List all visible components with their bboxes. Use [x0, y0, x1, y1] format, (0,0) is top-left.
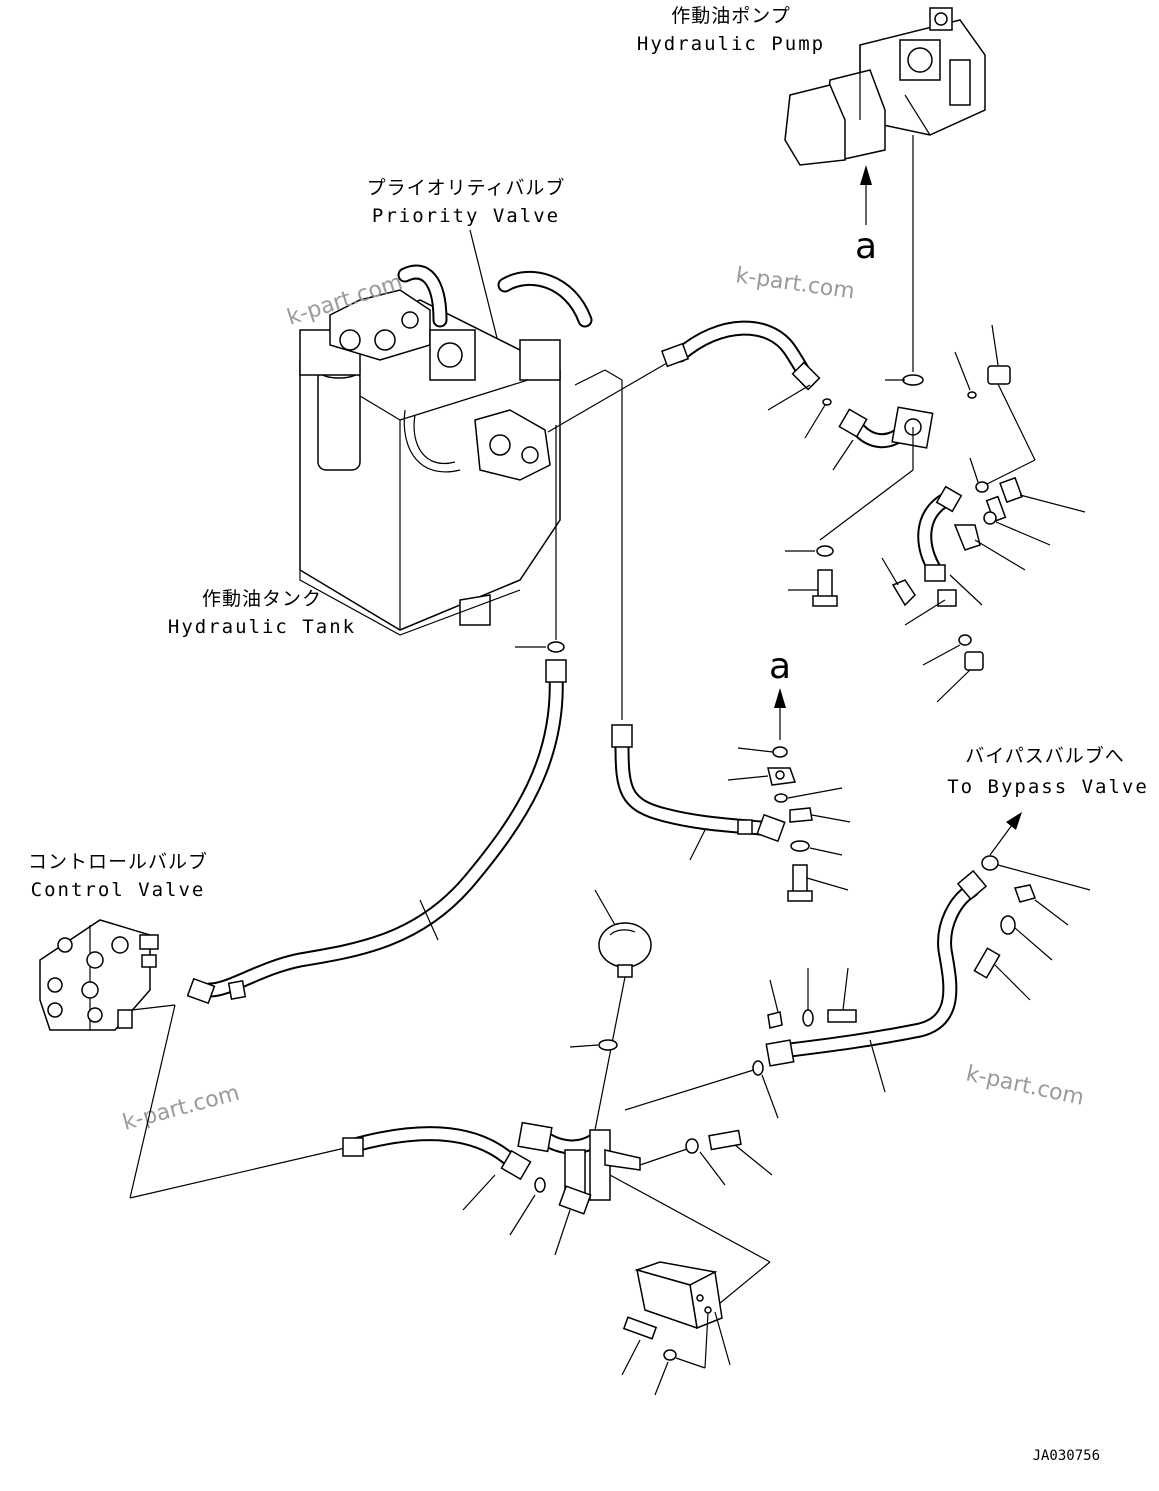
- oring-center-right: [816, 545, 834, 557]
- hose-bottom-left: [342, 1126, 532, 1181]
- bolt-bypass: [973, 947, 1001, 979]
- clamp: [891, 579, 916, 607]
- hose-tank-to-control: [186, 659, 567, 1005]
- arrow-to-pump: [860, 165, 872, 225]
- oring-bypass: [981, 855, 999, 871]
- ref-a-top: a: [855, 226, 877, 267]
- clamp-bypass: [1014, 884, 1036, 903]
- bolt-tee: [708, 1129, 742, 1151]
- ref-a-mid: a: [769, 646, 791, 687]
- mounting-bracket: [634, 1261, 723, 1330]
- bolt-mid: [787, 864, 813, 902]
- hydraulic-pump: [784, 7, 986, 166]
- leader-hose-end: [767, 384, 811, 411]
- tank-label-en: Hydraulic Tank: [168, 616, 356, 638]
- hydraulic-tank: [299, 289, 561, 636]
- bypass-valve-label-en: To Bypass Valve: [947, 776, 1149, 798]
- hose-mid: [611, 724, 786, 843]
- control-valve-label-en: Control Valve: [31, 879, 206, 901]
- watermark-1: k-part.com: [734, 263, 856, 304]
- bolt-center-right: [812, 569, 838, 607]
- plug-fitting: [987, 365, 1011, 385]
- drawing-code: JA030756: [1033, 1448, 1100, 1464]
- watermark-3: k-part.com: [120, 1081, 242, 1136]
- control-valve-label-jp: コントロールバルブ: [28, 850, 208, 873]
- arrow-to-bypass: [989, 812, 1022, 856]
- hose-priority-to-pump: [660, 320, 821, 391]
- elbow-fitting-pump: [838, 406, 934, 449]
- washer-tee: [685, 1138, 699, 1154]
- arrow-ref-a-mid: [774, 688, 786, 740]
- oring-tank-return: [547, 641, 565, 653]
- leader-oring-1: [804, 404, 826, 439]
- pump-label-en: Hydraulic Pump: [637, 33, 825, 55]
- accumulator: [598, 922, 652, 978]
- bypass-valve-label-jp: バイパスバルブへ: [965, 744, 1125, 767]
- bolt-top-bypass: [827, 1009, 857, 1023]
- priority-valve-label-en: Priority Valve: [372, 205, 560, 227]
- bolt-bracket: [622, 1316, 658, 1340]
- tank-return-pipe: [397, 264, 593, 328]
- elbow-right: [917, 485, 981, 607]
- tank-label-jp: 作動油タンク: [202, 588, 322, 610]
- bolt-right-1: [985, 476, 1023, 523]
- oring-accumulator: [598, 1039, 618, 1051]
- leader-hose-priority: [547, 362, 668, 433]
- watermark-4: k-part.com: [964, 1061, 1086, 1110]
- tee-fitting: [517, 1121, 641, 1215]
- oring-pump: [902, 374, 924, 386]
- pump-label-jp: 作動油ポンプ: [671, 5, 790, 27]
- hose-bypass: [765, 869, 988, 1067]
- control-valve: [39, 919, 159, 1031]
- leader-elbow: [832, 439, 854, 471]
- priority-valve-label-jp: プライオリティバルブ: [367, 176, 566, 199]
